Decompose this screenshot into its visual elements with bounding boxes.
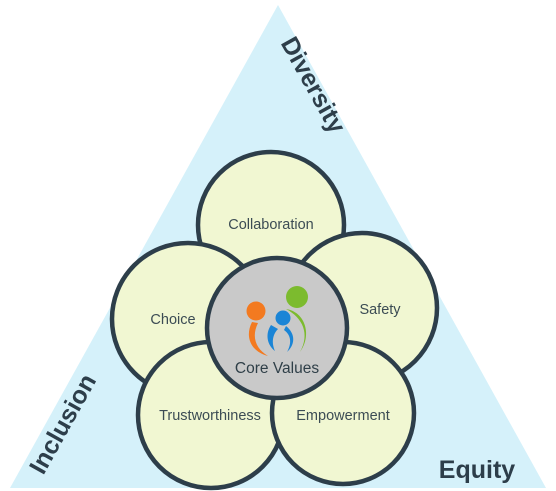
core-values-label: Core Values	[235, 360, 319, 377]
label-collaboration: Collaboration	[228, 217, 313, 233]
label-trustworthiness: Trustworthiness	[159, 408, 261, 424]
label-empowerment: Empowerment	[296, 408, 389, 424]
label-choice: Choice	[150, 312, 195, 328]
people-group-icon	[246, 286, 308, 356]
side-label-equity: Equity	[439, 456, 515, 484]
core-values-circle	[204, 255, 350, 401]
label-safety: Safety	[359, 302, 401, 318]
